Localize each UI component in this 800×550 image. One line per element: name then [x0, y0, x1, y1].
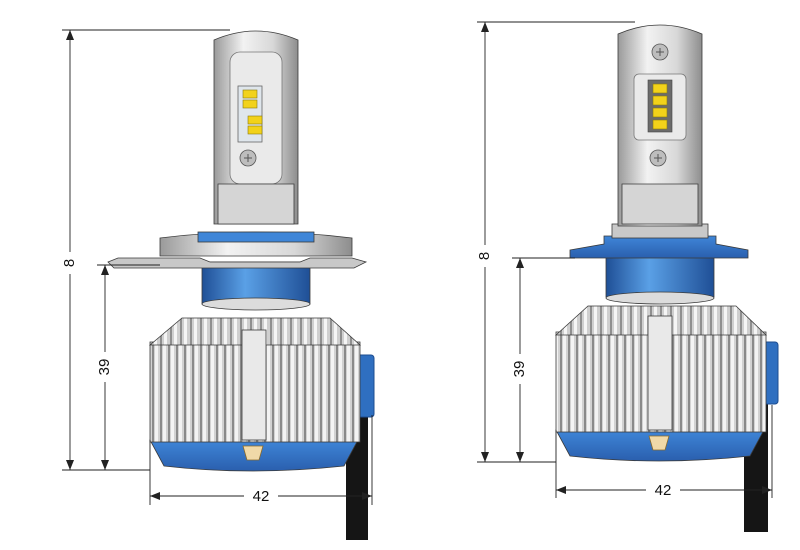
right-base-notch [648, 435, 670, 451]
right-dim-height-total: 8 [476, 252, 493, 260]
right-led-chip-2 [652, 95, 668, 106]
left-dim-width: 42 [253, 488, 270, 505]
left-base-notch [242, 445, 264, 461]
left-dim-height-body: 39 [96, 359, 113, 376]
left-center-fin [241, 329, 267, 441]
left-led-chip-4 [247, 125, 263, 135]
left-flange [107, 257, 368, 269]
right-led-chip-4 [652, 119, 668, 130]
right-dim-width: 42 [655, 482, 672, 499]
left-led-chip-1 [242, 89, 258, 99]
right-bulb [554, 24, 779, 532]
left-blue-collar [201, 261, 311, 305]
right-flange [569, 235, 749, 259]
right-dim-height-body: 39 [511, 361, 528, 378]
left-dimensions: 8 39 42 [58, 29, 373, 506]
right-led-chip-1 [652, 83, 668, 94]
right-center-fin [647, 315, 673, 431]
right-dimensions: 8 39 42 [473, 21, 773, 500]
right-blue-neck [605, 254, 715, 298]
left-bulb [107, 30, 375, 540]
left-led-chip-2 [242, 99, 258, 109]
left-dim-height-total: 8 [61, 259, 78, 267]
left-flange-blue-band [197, 231, 315, 243]
right-led-chip-3 [652, 107, 668, 118]
left-led-chip-3 [247, 115, 263, 125]
